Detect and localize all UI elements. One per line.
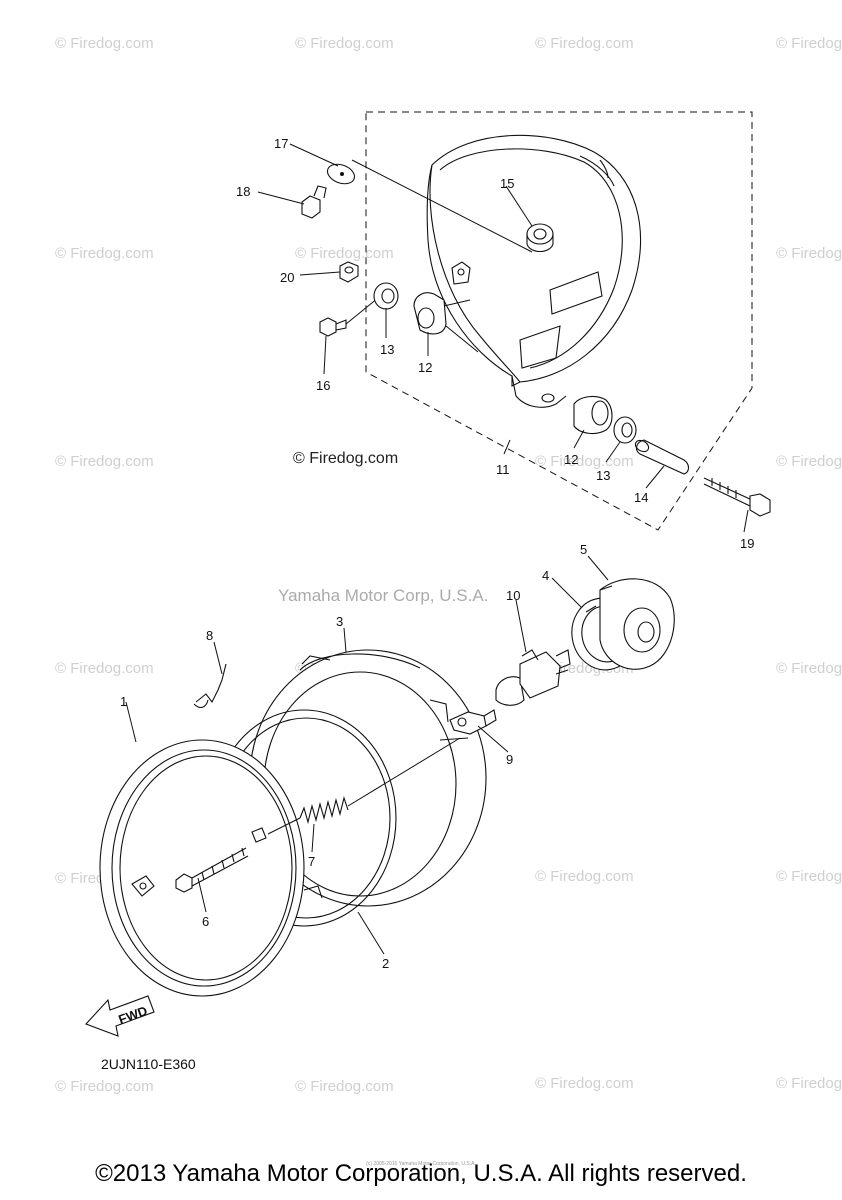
part-label-13b: 13	[596, 468, 610, 483]
watermark: © Firedog.com	[535, 35, 634, 52]
watermark: © Firedog.com	[776, 453, 842, 470]
socket-9	[449, 709, 497, 735]
watermark: © Firedog.com	[535, 868, 634, 885]
collar-14	[634, 439, 690, 475]
damper-12-lower	[573, 395, 613, 435]
damper-13-lower	[613, 416, 637, 444]
watermark: © Firedog.com	[535, 1075, 634, 1092]
watermark: © Firedog.com	[776, 660, 842, 677]
part-label-17: 17	[274, 136, 288, 151]
part-label-18: 18	[236, 184, 250, 199]
part-label-20: 20	[280, 270, 294, 285]
yamaha-watermark: Yamaha Motor Corp, U.S.A.	[278, 586, 489, 605]
part-label-10: 10	[506, 588, 520, 603]
watermark: © Firedog.com	[295, 245, 394, 262]
part-label-15: 15	[500, 176, 514, 191]
bulb-10	[495, 649, 571, 706]
leader-lines	[125, 143, 749, 955]
cover-5	[599, 578, 675, 670]
adjusting-screw-6	[175, 847, 249, 893]
part-labels: 17 18 15 20 13 12 16 11 12 13 14 19 5 4 …	[120, 136, 754, 971]
part-label-5: 5	[580, 542, 587, 557]
clip-8	[193, 663, 227, 709]
headlight-unit-assembly: FWD	[85, 578, 675, 1037]
watermark: © Firedog.com	[776, 868, 842, 885]
part-label-4: 4	[542, 568, 549, 583]
damper-12-upper	[413, 292, 447, 335]
housing-assembly	[301, 111, 771, 531]
headlight-housing	[426, 134, 642, 408]
watermark: © Firedog.com	[776, 1075, 842, 1092]
part-label-16: 16	[316, 378, 330, 393]
part-label-13a: 13	[380, 342, 394, 357]
bolt-18	[301, 185, 327, 219]
part-label-11: 11	[496, 462, 510, 477]
inline-watermark: © Firedog.com	[293, 450, 399, 467]
part-label-7: 7	[308, 854, 315, 869]
part-label-6: 6	[202, 914, 209, 929]
nut-20	[339, 261, 359, 283]
part-label-9: 9	[506, 752, 513, 767]
diagram-code: 2UJN110-E360	[101, 1056, 196, 1072]
part-label-12a: 12	[418, 360, 432, 375]
part-label-1: 1	[120, 694, 127, 709]
copyright-footer: ©2013 Yamaha Motor Corporation, U.S.A. A…	[95, 1160, 747, 1187]
watermark: © Firedog.com	[776, 245, 842, 262]
watermark: © Firedog.com	[55, 245, 154, 262]
watermark: © Firedog.com	[55, 453, 154, 470]
part-label-14: 14	[634, 490, 648, 505]
part-label-19: 19	[740, 536, 754, 551]
fwd-arrow-icon: FWD	[85, 995, 155, 1037]
housing-group-outline	[365, 111, 753, 531]
watermark: © Firedog.com	[776, 35, 842, 52]
screw-16	[319, 317, 347, 337]
outer-rim-1	[99, 739, 305, 997]
watermark: © Firedog.com	[55, 35, 154, 52]
watermark: © Firedog.com	[55, 1078, 154, 1095]
part-label-8: 8	[206, 628, 213, 643]
washer-17	[326, 163, 356, 185]
bolt-19	[703, 477, 771, 517]
damper-13-upper	[373, 282, 399, 310]
watermark: © Firedog.com	[295, 35, 394, 52]
tiny-copyright-note: (c) 2005-2016 Yamaha Motor Corporation, …	[366, 1161, 476, 1167]
watermark: © Firedog.com	[55, 660, 154, 677]
part-label-12b: 12	[564, 452, 578, 467]
part-label-2: 2	[382, 956, 389, 971]
spring-7	[267, 737, 461, 835]
part-label-3: 3	[336, 614, 343, 629]
grommet-15	[526, 223, 554, 253]
watermark: © Firedog.com	[295, 1078, 394, 1095]
